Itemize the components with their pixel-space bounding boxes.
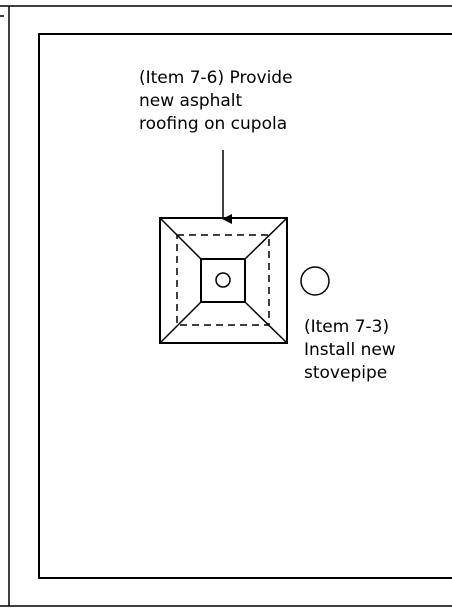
cupola-vent-circle	[215, 272, 231, 288]
cupola-note-line-3: roofing on cupola	[139, 114, 288, 134]
cupola-dashed-square	[176, 234, 270, 326]
cupola-hip-line-sw	[159, 301, 202, 344]
cupola-hip-line-nw	[159, 217, 202, 260]
stovepipe-note: (Item 7-3) Install new stovepipe	[304, 316, 396, 385]
stovepipe-circle	[300, 266, 330, 296]
cupola-inner-square	[200, 258, 246, 303]
stovepipe-note-line-1: (Item 7-3)	[304, 317, 390, 337]
cupola-hip-line-ne	[244, 217, 288, 260]
stovepipe-note-line-2: Install new	[304, 340, 396, 360]
cupola-roofing-note: (Item 7-6) Provide new asphalt roofing o…	[139, 67, 293, 136]
cupola-hip-line-se	[244, 301, 288, 344]
cupola-note-line-2: new asphalt	[139, 91, 243, 111]
cupola-note-line-1: (Item 7-6) Provide	[139, 68, 293, 88]
cupola-symbol	[159, 217, 288, 344]
stovepipe-note-line-3: stovepipe	[304, 363, 388, 383]
roof-outline	[38, 33, 452, 579]
